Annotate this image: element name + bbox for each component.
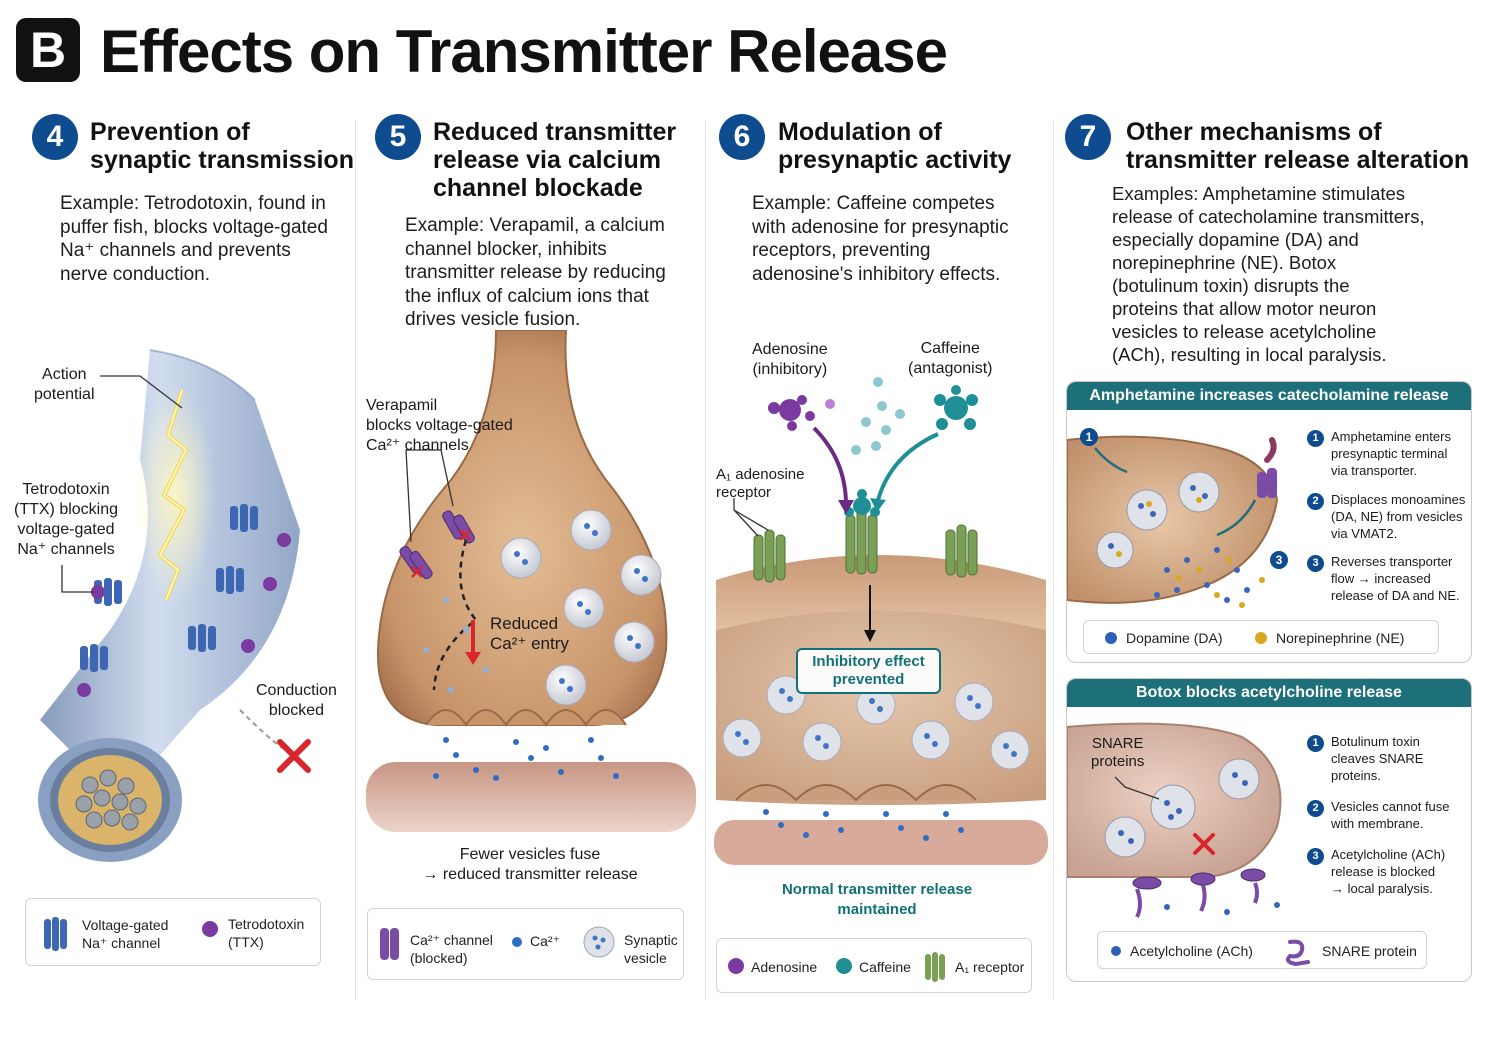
caffeine-molecule: [934, 385, 978, 430]
dopamine-icon: [1105, 632, 1117, 644]
ca-ion-icon: [512, 937, 522, 947]
panel-number-5: 5: [375, 114, 421, 160]
panel-divider: [705, 120, 706, 1000]
na-channel-icon: [44, 917, 67, 951]
label-fewer-vesicles: Fewer vesicles fuse→ reduced transmitter…: [422, 846, 638, 883]
ca-channel-icon: [380, 928, 399, 960]
amphetamine-legend: Dopamine (DA) Norepinephrine (NE): [1083, 620, 1439, 654]
botox-box-header: Botox blocks acetylcholine release: [1067, 679, 1471, 707]
botox-legend: Acetylcholine (ACh) SNARE protein: [1097, 931, 1427, 969]
presynaptic-terminal-illustration: [366, 330, 696, 832]
a1-receptor-icon: [925, 952, 945, 982]
panel-number-4: 4: [32, 114, 78, 160]
botox-illustration: [1067, 722, 1282, 918]
panel-number-7: 7: [1065, 114, 1111, 160]
caffeine-adenosine-illustration: [714, 377, 1048, 865]
amphetamine-box-header: Amphetamine increases catecholamine rele…: [1067, 382, 1471, 410]
caffeine-icon: [836, 958, 852, 974]
section-badge: B: [16, 18, 80, 82]
panel-number-6: 6: [719, 114, 765, 160]
svg-text:1: 1: [1086, 430, 1093, 444]
panel-divider: [355, 120, 356, 1000]
norepinephrine-icon: [1255, 632, 1267, 644]
vesicle-icon: [583, 926, 615, 958]
synaptic-vesicles: [500, 509, 662, 706]
label-caffeine: Caffeine(antagonist): [908, 340, 993, 377]
label-ttx-blocking: Tetrodotoxin(TTX) blocking voltage-gated…: [14, 481, 119, 558]
panel-6-legend: Adenosine Caffeine A₁ receptor: [716, 938, 1032, 993]
svg-text:3: 3: [1276, 553, 1283, 567]
label-adenosine: Adenosine(inhibitory): [752, 341, 828, 378]
amphetamine-illustration: 1 3: [1067, 428, 1288, 608]
adenosine-icon: [728, 958, 744, 974]
amphetamine-box: Amphetamine increases catecholamine rele…: [1066, 381, 1472, 663]
axon-illustration: [38, 349, 311, 862]
page-title: Effects on Transmitter Release: [100, 18, 948, 85]
acetylcholine-icon: [1111, 946, 1121, 956]
ttx-icon: [202, 921, 218, 937]
adenosine-molecule: [768, 395, 835, 431]
botox-box: Botox blocks acetylcholine release SNARE…: [1066, 678, 1472, 982]
snare-protein-icon: [1286, 939, 1310, 966]
panel-divider: [1053, 120, 1054, 1000]
